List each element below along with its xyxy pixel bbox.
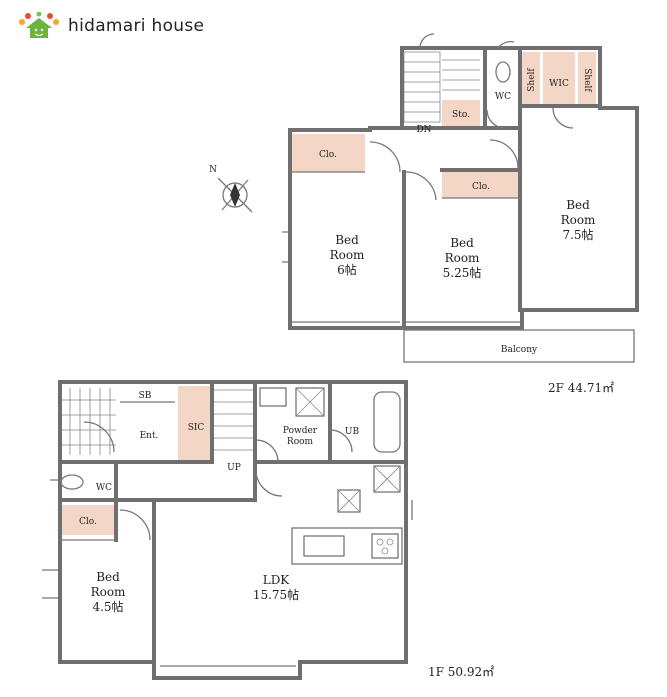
kitchen-counter <box>291 527 403 565</box>
bedroom-525-label-3: 5.25帖 <box>443 265 482 280</box>
shelf-2 <box>578 52 596 106</box>
wash-basin <box>259 387 287 407</box>
closet-2f-2 <box>442 172 520 198</box>
shoe-closet <box>178 386 212 462</box>
balcony <box>403 329 635 363</box>
shoe-box-label: SB <box>139 391 152 401</box>
powder-room-label-2: Room <box>287 437 314 447</box>
bedroom-45-label-1: Bed <box>96 570 120 584</box>
unit-bath-label: UB <box>345 427 360 437</box>
up-label: UP <box>227 463 241 473</box>
storage <box>442 100 480 130</box>
entrance-label: Ent. <box>140 431 159 441</box>
bedroom-525-label-2: Room <box>445 251 480 265</box>
shelf-1-label: Shelf <box>527 68 537 92</box>
balcony-label: Balcony <box>501 345 538 355</box>
stairs-1f <box>214 389 253 451</box>
bedroom-45-label-3: 4.5帖 <box>92 599 123 614</box>
entrance-floor <box>62 388 116 455</box>
floor1-area-label: 1F 50.92㎡ <box>428 665 494 679</box>
closet-2f-1-label: Clo. <box>319 150 337 160</box>
compass-icon: N <box>209 165 253 213</box>
down-label: DN <box>416 125 431 135</box>
powder-vent <box>295 387 325 417</box>
bedroom-75-label-1: Bed <box>566 198 590 212</box>
closet-2f-2-label: Clo. <box>472 182 490 192</box>
toilet-2f <box>495 61 511 83</box>
walk-in-closet <box>543 52 575 106</box>
shelf-1 <box>522 52 540 106</box>
compass-north-label: N <box>209 165 217 175</box>
ldk-label-1: LDK <box>263 573 291 587</box>
second-floor-plan: N <box>209 33 639 395</box>
powder-room-label-1: Powder <box>283 426 318 436</box>
cooktop <box>371 533 399 559</box>
house-logo-icon <box>19 12 59 38</box>
bedroom-6-label-2: Room <box>330 248 365 262</box>
wc-2f-label: WC <box>495 92 511 102</box>
closet-1f-label: Clo. <box>79 517 97 527</box>
bathtub <box>373 391 401 453</box>
bedroom-45-label-2: Room <box>91 585 126 599</box>
toilet-1f <box>60 474 84 490</box>
bedroom-6-label-1: Bed <box>335 233 359 247</box>
closet-1f <box>60 505 117 535</box>
bedroom-6-label-3: 6帖 <box>337 262 357 277</box>
brand-name: hidamari house <box>68 16 205 36</box>
stairs-2f <box>403 51 480 123</box>
shelf-2-label: Shelf <box>582 68 592 92</box>
wc-1f-label: WC <box>96 483 112 493</box>
shoe-closet-label: SIC <box>188 423 205 433</box>
brand-logo: hidamari house <box>16 12 204 40</box>
bedroom-525-label-1: Bed <box>450 236 474 250</box>
wic-label: WIC <box>549 79 569 89</box>
kitchen-sink <box>303 535 345 557</box>
bedroom-75-label-3: 7.5帖 <box>562 227 593 242</box>
bedroom-75-label-2: Room <box>561 213 596 227</box>
closet-2f-1 <box>292 134 365 172</box>
ldk-label-2: 15.75帖 <box>253 587 299 602</box>
floor2-area-label: 2F 44.71㎡ <box>548 381 614 395</box>
first-floor-plan: Clo. WC SB Ent. SIC UP Powder Room UB Be… <box>42 380 494 680</box>
storage-label: Sto. <box>452 110 470 120</box>
